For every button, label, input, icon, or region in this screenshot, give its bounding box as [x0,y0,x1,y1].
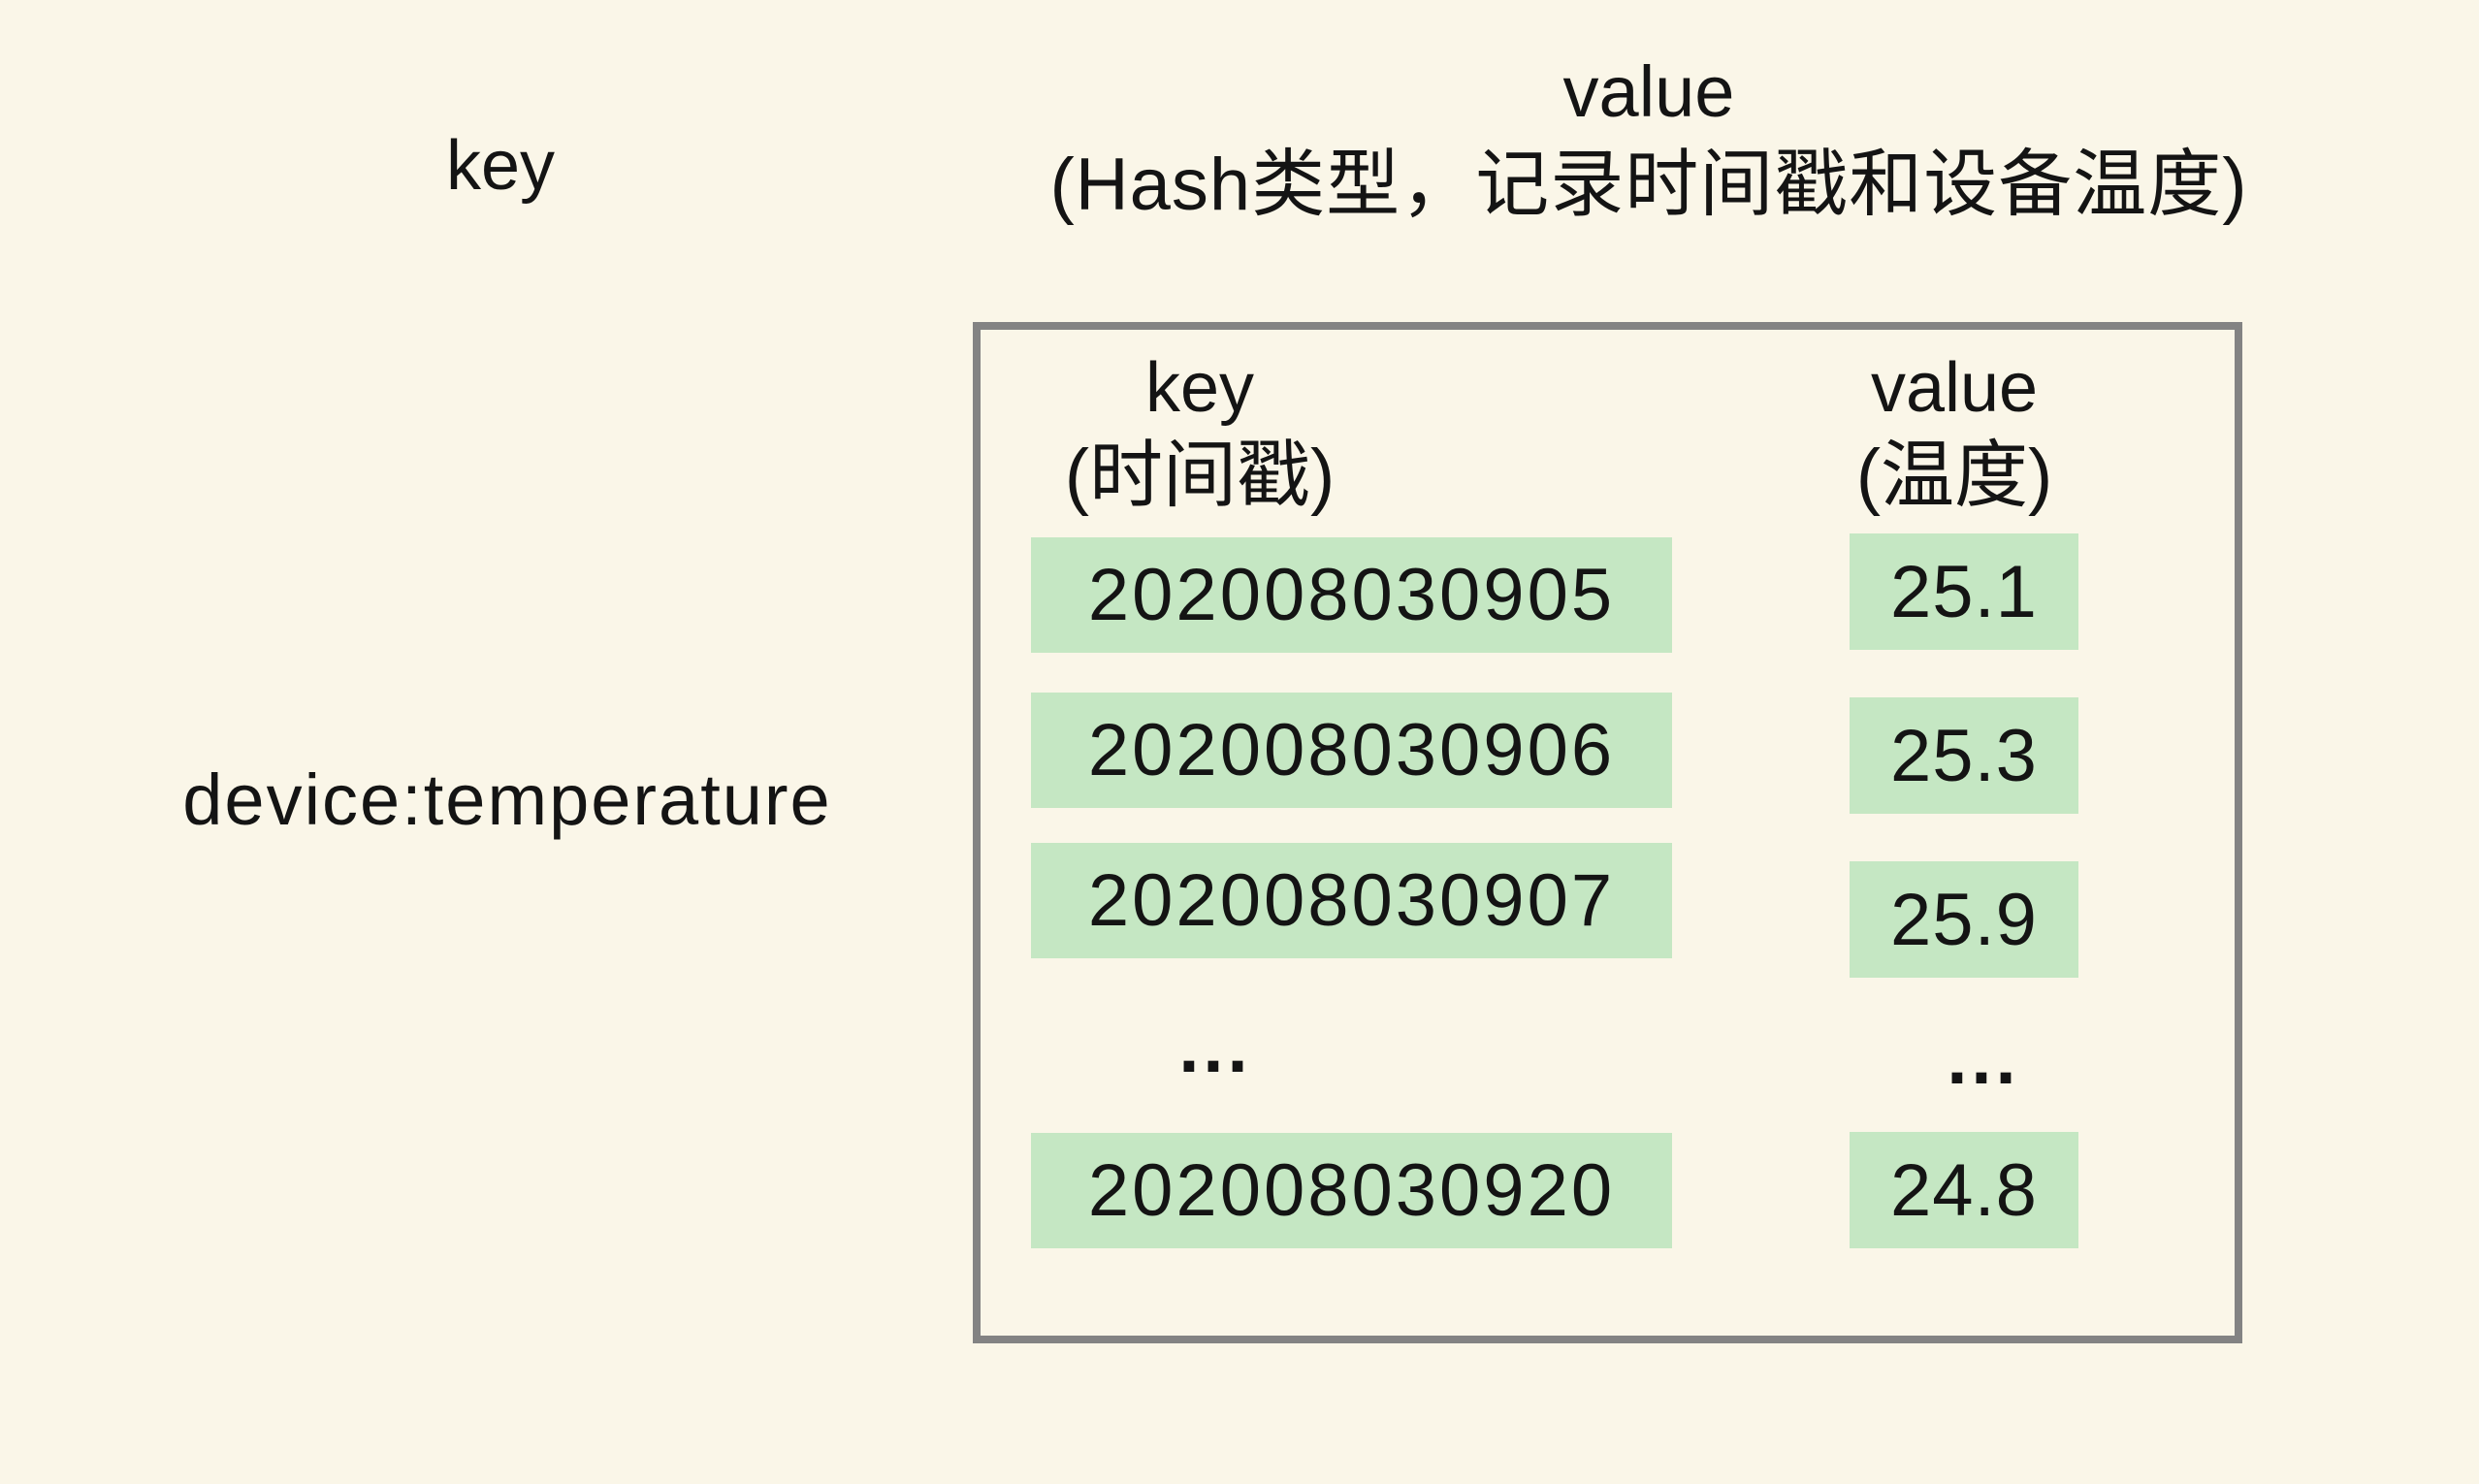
hash-entry-field-cell: 202008030907 [1031,843,1672,958]
field-column-header: key (时间戳) [1004,345,1396,522]
hash-entry-value-ellipsis: ... [1947,1016,2020,1100]
field-column-header-title: key [1144,349,1255,427]
hash-entry-field-cell: 202008030905 [1031,537,1672,653]
field-column-header-subtitle: (时间戳) [1064,435,1336,517]
hash-entry-field-ellipsis: ... [1178,1005,1252,1088]
outer-value-title: value [1562,51,1735,132]
value-column-header-subtitle: (温度) [1855,435,2053,517]
value-column-header-title: value [1870,349,2039,427]
hash-entry-value-cell: 24.8 [1850,1132,2078,1248]
outer-key-label: key [445,127,556,205]
hash-entry-value-cell: 25.9 [1850,861,2078,978]
hash-entry-field-cell: 202008030920 [1031,1133,1672,1248]
hash-entry-value-cell: 25.1 [1850,533,2078,650]
outer-value-subtitle: (Hash类型，记录时间戳和设备温度) [1049,144,2248,226]
outer-value-label-group: value (Hash类型，记录时间戳和设备温度) [921,47,2376,233]
value-column-header: value (温度) [1758,345,2150,522]
hash-entry-field-cell: 202008030906 [1031,693,1672,808]
hash-entry-value-cell: 25.3 [1850,697,2078,814]
redis-key-name: device:temperature [182,759,832,840]
